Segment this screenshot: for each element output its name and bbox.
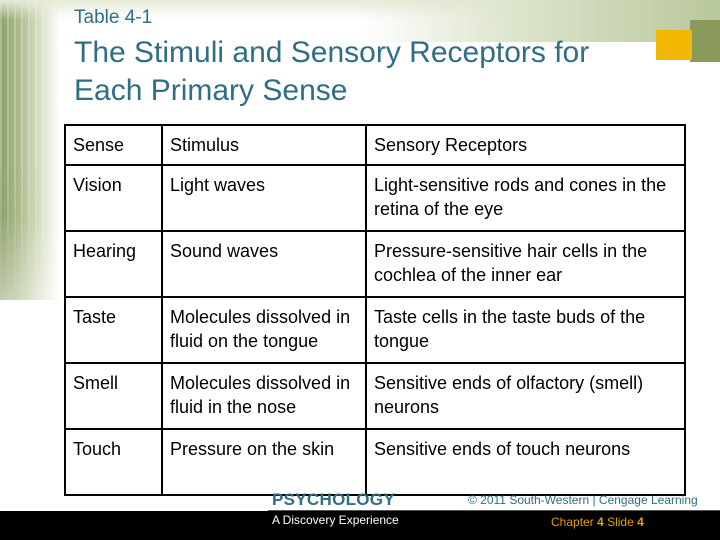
cell-sense: Touch [64, 428, 163, 496]
table-row: Hearing Sound waves Pressure-sensitive h… [64, 230, 686, 298]
cell-receptors: Sensitive ends of olfactory (smell) neur… [365, 362, 686, 430]
footer-subtitle: A Discovery Experience [272, 513, 399, 527]
header-stimulus: Stimulus [161, 124, 367, 166]
left-fade-overlay [0, 0, 70, 540]
header-sense: Sense [64, 124, 163, 166]
slide-number: 4 [637, 515, 644, 529]
cell-stimulus: Pressure on the skin [161, 428, 367, 496]
chapter-label: Chapter [551, 515, 594, 529]
cell-sense: Taste [64, 296, 163, 364]
slide-label: Slide [607, 515, 634, 529]
table-row: Vision Light waves Light-sensitive rods … [64, 164, 686, 232]
cell-sense: Smell [64, 362, 163, 430]
footer-bar [0, 511, 720, 540]
footer-slide-indicator: Chapter 4 Slide 4 [551, 515, 644, 529]
table-label: Table 4-1 [74, 7, 153, 28]
cell-stimulus: Light waves [161, 164, 367, 232]
cell-receptors: Pressure-sensitive hair cells in the coc… [365, 230, 686, 298]
yellow-accent-square [656, 30, 692, 60]
footer-divider [268, 510, 720, 511]
cell-sense: Hearing [64, 230, 163, 298]
cell-receptors: Sensitive ends of touch neurons [365, 428, 686, 496]
footer-copyright: © 2011 South-Western | Cengage Learning [468, 493, 698, 507]
cell-sense: Vision [64, 164, 163, 232]
cell-stimulus: Molecules dissolved in fluid in the nose [161, 362, 367, 430]
cell-receptors: Taste cells in the taste buds of the ton… [365, 296, 686, 364]
senses-table: Sense Stimulus Sensory Receptors Vision … [64, 124, 686, 496]
table-row: Touch Pressure on the skin Sensitive end… [64, 428, 686, 496]
footer-brand: PSYCHOLOGY [272, 490, 395, 509]
cell-stimulus: Molecules dissolved in fluid on the tong… [161, 296, 367, 364]
table-row: Smell Molecules dissolved in fluid in th… [64, 362, 686, 430]
header-sensory-receptors: Sensory Receptors [365, 124, 686, 166]
table-header-row: Sense Stimulus Sensory Receptors [64, 124, 686, 166]
olive-accent-square [690, 20, 720, 62]
chapter-number: 4 [597, 515, 604, 529]
slide-title: The Stimuli and Sensory Receptors for Ea… [74, 36, 590, 107]
table-row: Taste Molecules dissolved in fluid on th… [64, 296, 686, 364]
cell-receptors: Light-sensitive rods and cones in the re… [365, 164, 686, 232]
cell-stimulus: Sound waves [161, 230, 367, 298]
